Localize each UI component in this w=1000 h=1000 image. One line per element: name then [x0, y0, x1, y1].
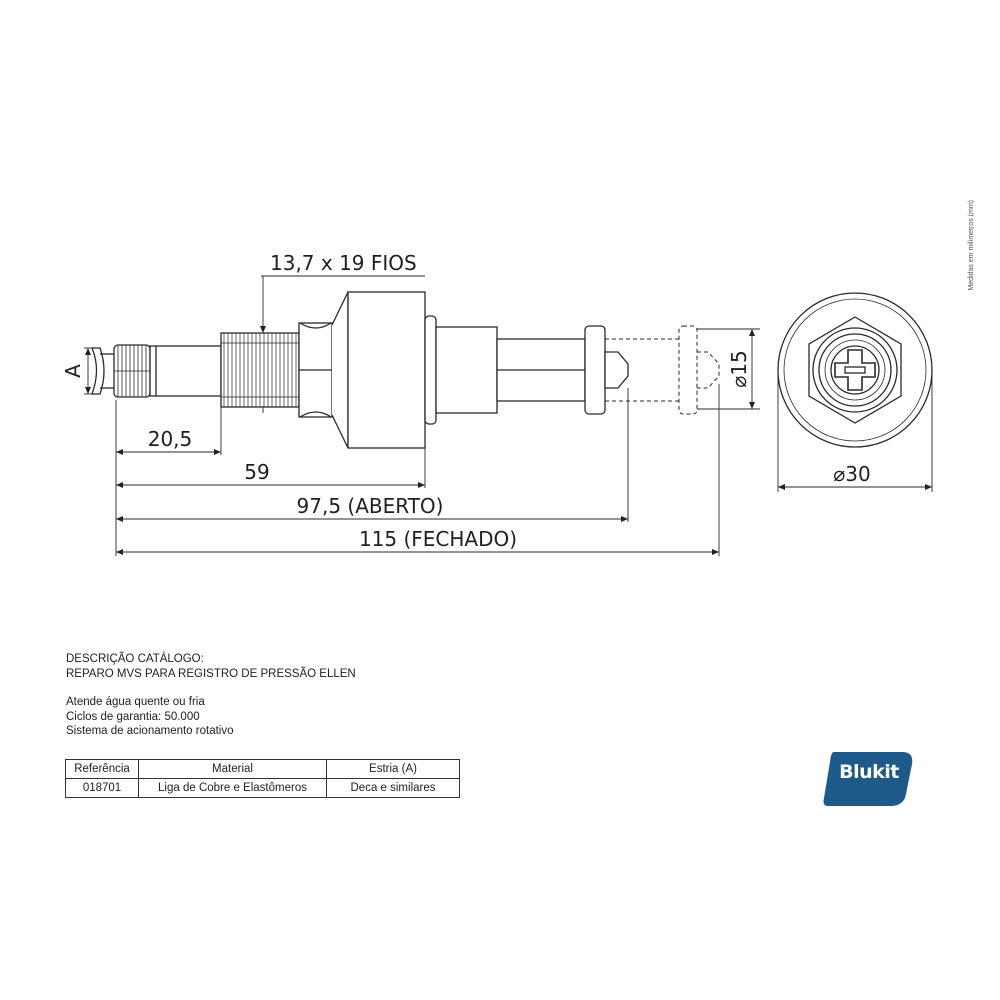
thread-label: 13,7 x 19 FIOS: [270, 251, 417, 275]
spec-table: Referência Material Estria (A) 018701 Li…: [65, 759, 460, 798]
header-spline: Estria (A): [326, 759, 460, 779]
dim-97-5-label: 97,5 (ABERTO): [297, 494, 444, 518]
feature-line: Sistema de acionamento rotativo: [66, 725, 234, 737]
dimension-lines: [84, 275, 933, 556]
diam-30-label: ⌀30: [833, 462, 871, 486]
header-material: Material: [138, 759, 327, 779]
diam-15-label: ⌀15: [727, 350, 751, 388]
dim-59-label: 59: [244, 460, 269, 484]
logo-text: Blukit: [839, 761, 899, 783]
spline-label: A: [61, 364, 85, 378]
dim-20-5-label: 20,5: [148, 427, 193, 451]
cell-reference: 018701: [65, 778, 139, 798]
blukit-logo: [823, 752, 913, 806]
catalog-description: DESCRIÇÃO CATÁLOGO: REPARO MVS PARA REGI…: [66, 652, 356, 739]
units-note: Medidas em milímetros (mm): [968, 200, 975, 291]
header-reference: Referência: [65, 759, 139, 779]
table-header-row: Referência Material Estria (A): [65, 759, 460, 779]
cartridge-top-view: [777, 292, 933, 448]
cartridge-side-view: [91, 291, 720, 449]
dimension-labels: 13,7 x 19 FIOS A 20,5 59 97,5 (ABERTO) 1…: [61, 251, 871, 551]
product-name: REPARO MVS PARA REGISTRO DE PRESSÃO ELLE…: [66, 667, 356, 680]
cell-spline: Deca e similares: [326, 778, 460, 798]
feature-line: Atende água quente ou fria: [66, 696, 205, 708]
dim-115-label: 115 (FECHADO): [359, 527, 517, 551]
description-heading: DESCRIÇÃO CATÁLOGO:: [66, 653, 204, 665]
table-row: 018701 Liga de Cobre e Elastômeros Deca …: [65, 778, 460, 798]
cell-material: Liga de Cobre e Elastômeros: [138, 778, 327, 798]
feature-line: Ciclos de garantia: 50.000: [66, 710, 200, 723]
